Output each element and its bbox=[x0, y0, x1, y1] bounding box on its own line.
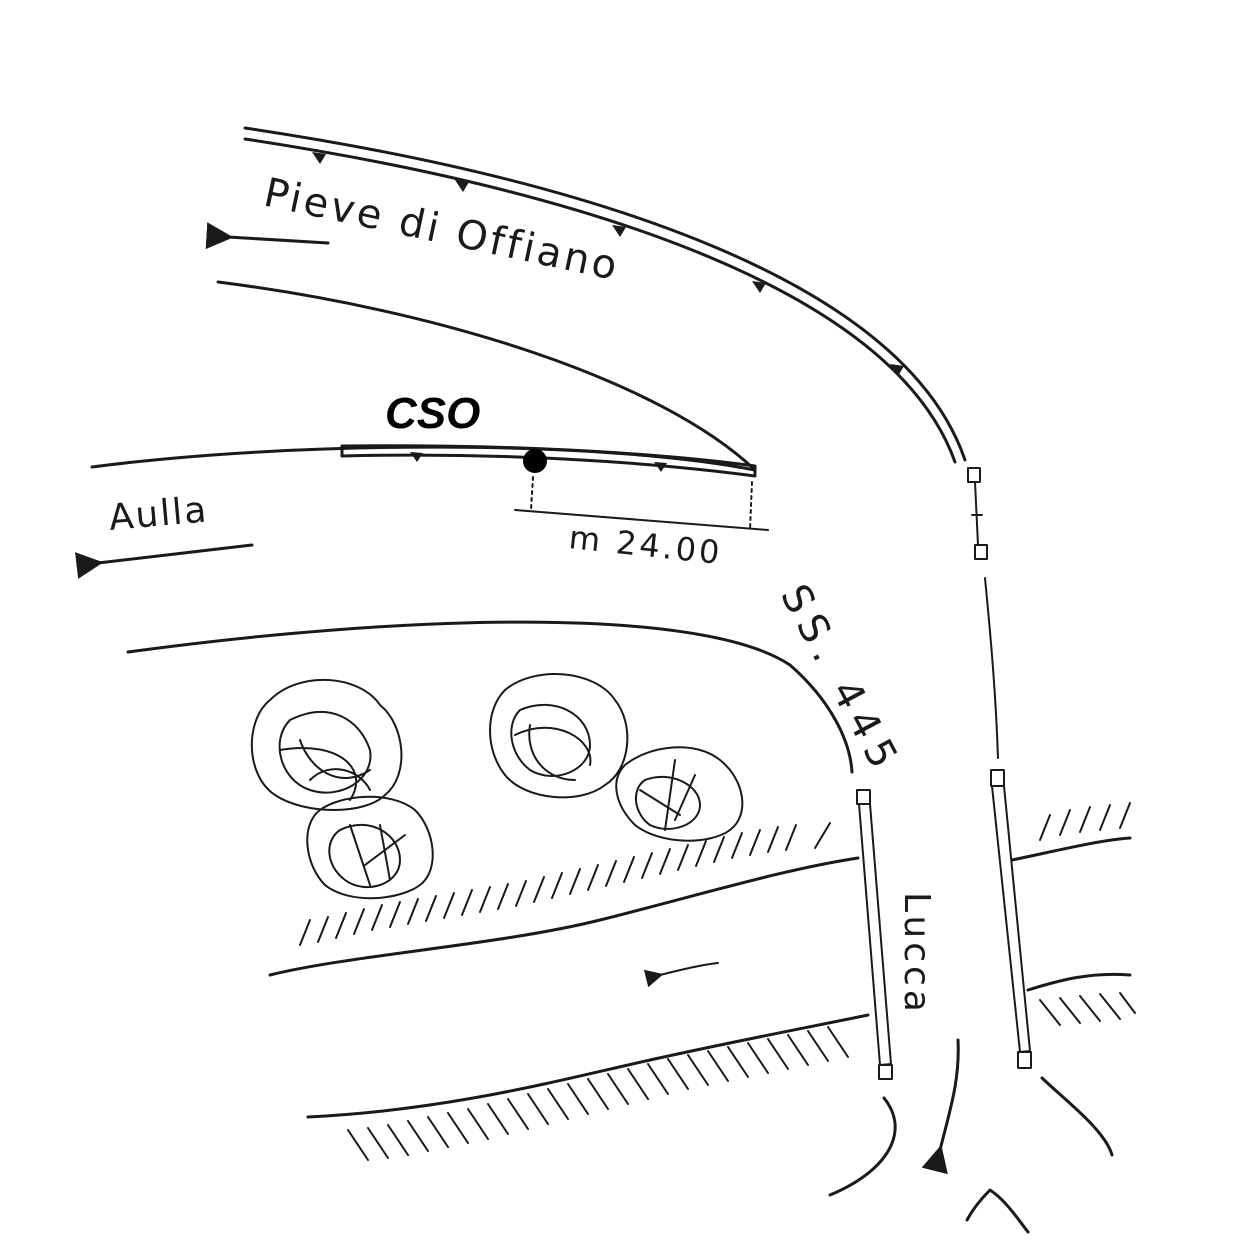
tree-1 bbox=[250, 679, 403, 811]
upper-road-inner-edge bbox=[216, 280, 757, 472]
label-road: SS. 445 bbox=[771, 577, 910, 783]
lucca-arrow bbox=[921, 1038, 960, 1175]
barrier-ticks bbox=[312, 152, 904, 376]
lower-road-left bbox=[828, 1096, 897, 1197]
label-lucca: Lucca bbox=[896, 892, 937, 1016]
bridge-railing-left bbox=[856, 789, 893, 1080]
ss445-left-edge bbox=[126, 620, 854, 774]
aulla-arrow bbox=[74, 543, 254, 579]
tree-3 bbox=[489, 673, 629, 799]
cso-barrier bbox=[340, 444, 757, 478]
lower-road-right bbox=[1040, 1076, 1114, 1157]
tree-4 bbox=[615, 746, 744, 842]
embankment-upper bbox=[268, 822, 860, 977]
river-flow-arrow bbox=[643, 962, 719, 988]
upper-road-barrier bbox=[243, 126, 967, 464]
pieve-arrow bbox=[205, 222, 330, 250]
embankment-right bbox=[1010, 802, 1136, 1026]
right-road-line bbox=[967, 467, 999, 759]
label-pieve: Pieve di Offiano bbox=[260, 170, 624, 290]
bridge-railing-right bbox=[990, 769, 1032, 1069]
trees bbox=[250, 673, 744, 900]
label-cso: CSO bbox=[385, 389, 480, 438]
tree-2 bbox=[306, 795, 434, 900]
label-distance: m 24.00 bbox=[567, 518, 724, 572]
lower-road-mark bbox=[965, 1188, 1030, 1234]
cso-point bbox=[523, 449, 547, 473]
distance-dimension bbox=[514, 476, 769, 531]
embankment-lower bbox=[306, 1013, 870, 1161]
label-aulla: Aulla bbox=[107, 489, 210, 539]
